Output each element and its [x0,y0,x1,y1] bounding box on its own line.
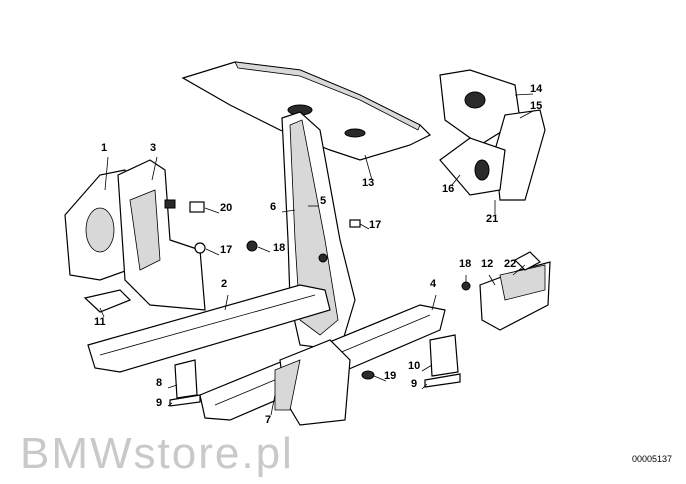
callout-13: 13 [362,177,375,189]
callout-16: 16 [442,183,455,195]
part-18-nut [246,240,258,252]
callout-18-right: 18 [459,258,472,270]
leader-lines [99,93,534,416]
callout-14: 14 [530,83,543,95]
part-7-lower-pillar [274,339,351,426]
callout-12: 12 [481,258,494,270]
callout-21: 21 [486,213,499,225]
part-12-22-panel [479,251,551,331]
callout-1: 1 [101,142,108,154]
callout-3: 3 [150,142,157,154]
callout-5: 5 [320,195,327,207]
callout-17: 17 [220,244,233,256]
part-11-plate [83,289,132,313]
callout-15: 15 [530,100,543,112]
part-13-roof-panel [181,61,432,161]
part-14-15-16-21-assembly [439,69,546,201]
part-2-side-sill [87,284,331,373]
callout-4: 4 [430,278,437,290]
part-17-clip [349,219,361,228]
diagram-reference-number: 00005137 [632,454,673,464]
part-3-pillar-reinforcement [117,159,206,311]
callout-6: 6 [270,201,277,213]
callout-9: 9 [156,397,163,409]
part-20-clip [189,201,205,213]
callout-8: 8 [156,377,163,389]
part-10-9-bracket [424,334,461,388]
callout-19: 19 [384,370,397,382]
part-1-panel [64,169,131,281]
callout-22: 22 [504,258,517,270]
callout-10: 10 [408,360,421,372]
watermark: BMWstore.pl [20,429,294,478]
part-8-9-bracket [169,359,201,407]
callout-20: 20 [220,202,233,214]
callout-17-right: 17 [369,219,382,231]
part-17-grommet [194,242,206,254]
callout-7: 7 [265,414,272,426]
callout-2: 2 [221,278,228,290]
part-18-nut-right [461,281,471,291]
callout-11: 11 [94,316,106,328]
callout-18: 18 [273,242,286,254]
part-19-plug [361,370,375,380]
callout-9-right: 9 [411,378,418,390]
